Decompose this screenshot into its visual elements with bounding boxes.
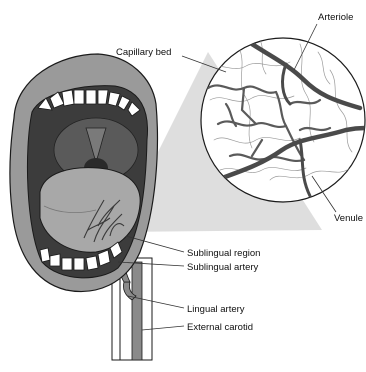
label-venule: Venule bbox=[334, 213, 363, 224]
label-external-carotid: External carotid bbox=[187, 322, 253, 333]
label-arteriole: Arteriole bbox=[318, 12, 353, 23]
external-carotid-vessel bbox=[132, 262, 142, 360]
capillary-magnified-view bbox=[201, 36, 366, 202]
label-sublingual-region: Sublingual region bbox=[187, 248, 260, 259]
label-lingual-artery: Lingual artery bbox=[187, 304, 245, 315]
label-capillary-bed: Capillary bed bbox=[116, 47, 171, 58]
label-sublingual-artery: Sublingual artery bbox=[187, 262, 259, 273]
